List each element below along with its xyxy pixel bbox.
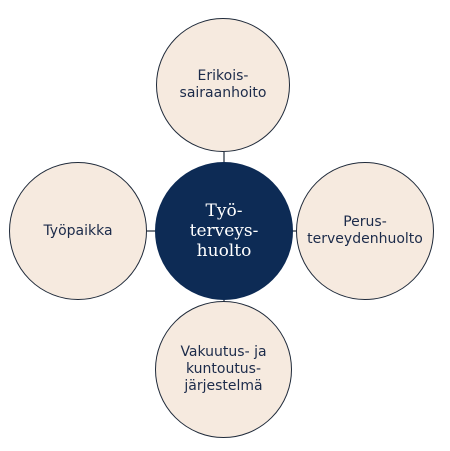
node-label-top: Erikois- sairaanhoito [179,68,267,101]
node-tyoterveyshuolto-center: Työ- terveys- huolto [155,162,293,300]
node-label-bottom: Vakuutus- ja kuntoutus- järjestelmä [180,344,267,394]
node-erikoissairaanhoito: Erikois- sairaanhoito [156,18,290,152]
node-label-left: Työpaikka [43,222,113,239]
node-vakuutus-ja-kuntoutusjarjestelma: Vakuutus- ja kuntoutus- järjestelmä [155,301,292,438]
node-label-center: Työ- terveys- huolto [189,201,259,261]
node-label-right: Perus- terveydenhuolto [307,214,423,247]
node-tyopaikka: Työpaikka [9,162,147,300]
node-perusterveydenhuolto: Perus- terveydenhuolto [296,162,434,300]
